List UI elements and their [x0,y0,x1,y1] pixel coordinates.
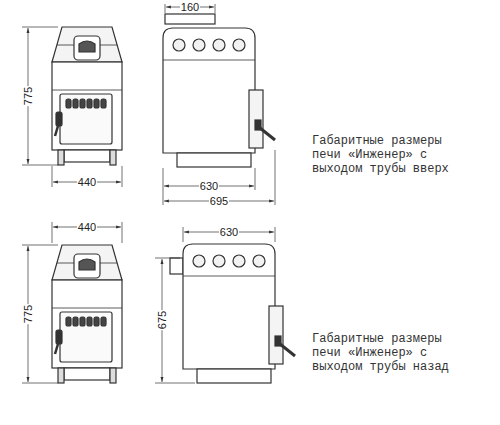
dimension-value: 630 [219,226,239,238]
dimension-value: 775 [22,86,34,106]
dimension-value: 775 [22,304,34,324]
dimension-value: 675 [156,310,168,330]
caption-text: Габаритные размеры печи «Инженер» с выхо… [312,134,452,176]
dimension-value: 440 [77,176,97,188]
caption-text: Габаритные размеры печи «Инженер» с выхо… [312,332,452,374]
dimension-value: 440 [77,221,97,233]
dimension-value: 695 [209,195,229,207]
dimension-value: 160 [180,1,200,13]
dimension-value: 630 [199,180,219,192]
